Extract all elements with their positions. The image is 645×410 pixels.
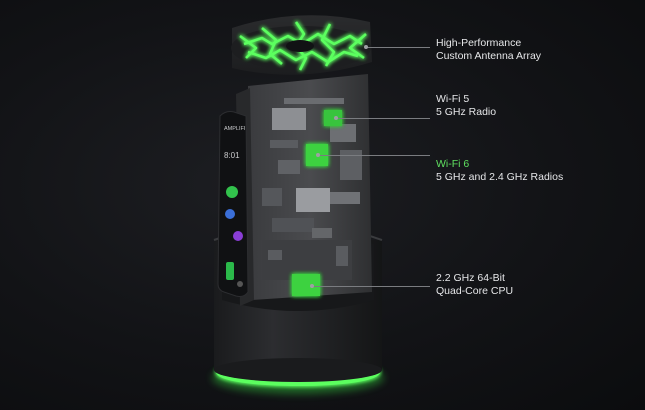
callout-label-antenna: High-Performance Custom Antenna Array (436, 37, 541, 63)
callout-line-antenna (366, 47, 430, 48)
touchscreen-display: AMPLIFI 8:01 (217, 111, 249, 297)
callout-cpu-line1: 2.2 GHz 64-Bit (436, 272, 505, 284)
callout-dot-wifi5 (334, 116, 338, 120)
callout-line-wifi5 (336, 118, 430, 119)
callout-wifi6-line1: Wi-Fi 6 (436, 158, 470, 170)
callout-wifi6-line2: 5 GHz and 2.4 GHz Radios (436, 171, 564, 183)
callout-dot-antenna (364, 45, 368, 49)
callout-wifi5-line2: 5 GHz Radio (436, 106, 497, 118)
cpu-chip (292, 274, 320, 296)
callout-wifi5-line1: Wi-Fi 5 (436, 93, 470, 105)
screen-brand-text: AMPLIFI (224, 126, 246, 132)
callout-line-cpu (312, 286, 430, 287)
screen-purple-icon (233, 231, 243, 241)
screen-dot-icon (237, 281, 243, 287)
wifi5-chip (324, 110, 342, 126)
callout-label-wifi6: Wi-Fi 6 5 GHz and 2.4 GHz Radios (436, 158, 563, 184)
callout-antenna-line2: Custom Antenna Array (436, 50, 542, 62)
callout-cpu-line2: Quad-Core CPU (436, 285, 514, 297)
callout-antenna-line1: High-Performance (436, 37, 522, 49)
callout-line-wifi6 (318, 155, 430, 156)
callout-dot-wifi6 (316, 153, 320, 157)
callout-label-cpu: 2.2 GHz 64-Bit Quad-Core CPU (436, 272, 513, 298)
antenna-array (231, 15, 372, 75)
callout-label-wifi5: Wi-Fi 5 5 GHz Radio (436, 93, 496, 119)
internal-circuit-board (236, 74, 372, 306)
screen-green-icon (226, 186, 238, 198)
screen-blue-icon (225, 209, 235, 219)
callout-dot-cpu (310, 284, 314, 288)
screen-time-text: 8:01 (224, 151, 240, 160)
screen-signal-bar (226, 262, 234, 280)
